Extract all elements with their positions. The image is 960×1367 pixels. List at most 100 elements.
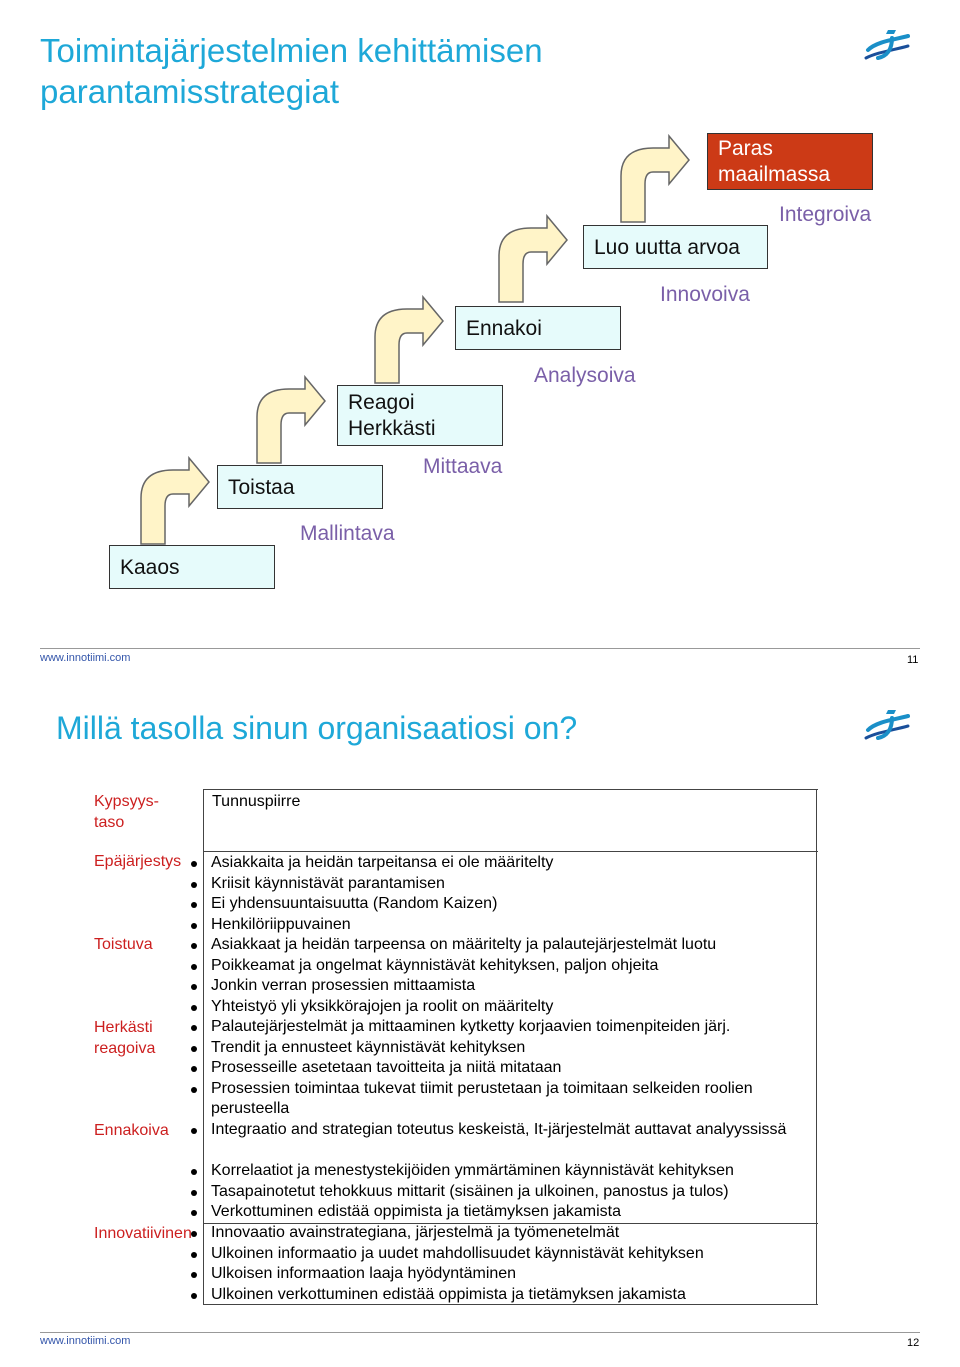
- table-border-bottom: [203, 1304, 818, 1305]
- bullet-item: Yhteistyö yli yksikkörajojen ja roolit o…: [191, 997, 811, 1018]
- bullet-text: Asiakkaita ja heidän tarpeitansa ei ole …: [211, 854, 554, 871]
- bullet-dot-icon: [191, 861, 197, 867]
- bullet-item: Verkottuminen edistää oppimista ja tietä…: [191, 1202, 811, 1223]
- bullet-text: Innovaatio avainstrategiana, järjestelmä…: [211, 1224, 620, 1241]
- row-level-line-1: Epäjärjestys: [94, 853, 182, 870]
- row-level-toistuva: Toistuva: [94, 934, 153, 955]
- page-number: 12: [907, 1337, 920, 1349]
- bullet-dot-icon: [191, 1251, 197, 1258]
- level-label-integroiva: Integroiva: [779, 203, 872, 226]
- step-label: Kaaos: [120, 556, 180, 579]
- arrow-icon-4: [498, 215, 568, 303]
- bullet-text: Ulkoinen verkottuminen edistää oppimista…: [211, 1285, 686, 1303]
- bullet-text: Integraatio and strategian toteutus kesk…: [211, 1121, 787, 1138]
- row-level-line-2: reagoiva: [94, 1040, 156, 1057]
- bullet-dot-icon: [191, 1231, 197, 1237]
- bullet-item: Ei yhdensuuntaisuutta (Random Kaizen): [191, 894, 811, 915]
- bullet-item: Prosesseille asetetaan tavoitteita ja ni…: [191, 1058, 811, 1079]
- footer-divider: [40, 648, 920, 649]
- step-box-kaaos: Kaaos: [109, 545, 275, 589]
- row-level-ennakoiva: Ennakoiva: [94, 1120, 169, 1141]
- bullet-dot-icon: [191, 1066, 197, 1072]
- arrow-icon-5: [620, 135, 690, 223]
- arrow-icon-2: [256, 376, 326, 464]
- bullet-item: Poikkeamat ja ongelmat käynnistävät kehi…: [191, 956, 811, 977]
- bullet-dot-icon: [191, 1004, 197, 1011]
- bullet-dot-icon: [191, 1169, 197, 1175]
- bullet-item: Korrelaatiot ja menestystekijöiden ymmär…: [191, 1161, 811, 1182]
- bullet-dot-icon: [191, 922, 197, 929]
- bullet-dot-icon: [191, 984, 197, 990]
- bullet-item: Asiakkaat ja heidän tarpeensa on määrite…: [191, 935, 811, 956]
- step-label: Toistaa: [228, 476, 295, 499]
- bullet-item: Ulkoinen informaatio ja uudet mahdollisu…: [191, 1244, 811, 1265]
- bullet-dot-icon: [191, 1025, 197, 1031]
- bullet-dot-icon: [191, 963, 197, 970]
- arrow-icon-3: [374, 296, 444, 384]
- bullet-item: Ulkoisen informaation laaja hyödyntämine…: [191, 1264, 811, 1285]
- innotiimi-logo-icon: [864, 710, 910, 740]
- step-box-luo-uutta-arvoa: Luo uutta arvoa: [583, 225, 768, 269]
- slide-12: Millä tasolla sinun organisaatiosi on? K…: [0, 684, 960, 1367]
- title-line-1: Toimintajärjestelmien kehittämisen: [40, 32, 543, 69]
- bullet-item: Tasapainotetut tehokkuus mittarit (sisäi…: [191, 1182, 811, 1203]
- level-label-innovoiva: Innovoiva: [660, 283, 750, 306]
- bullet-text: Verkottuminen edistää oppimista ja tietä…: [211, 1203, 621, 1220]
- bullet-dot-icon: [191, 1292, 197, 1299]
- level-label-analysoiva: Analysoiva: [534, 364, 636, 387]
- innotiimi-logo-icon: [864, 30, 910, 60]
- row-level-line-1: Innovatiivinen: [94, 1225, 192, 1242]
- row-level-innovatiivinen: Innovatiivinen: [94, 1223, 192, 1244]
- bullet-dot-icon: [191, 902, 197, 908]
- bullet-text: Trendit ja ennusteet käynnistävät kehity…: [211, 1038, 526, 1056]
- bullet-item: Kriisit käynnistävät parantamisen: [191, 874, 811, 895]
- level-label-mittaava: Mittaava: [423, 455, 503, 478]
- bullet-dot-icon: [191, 881, 197, 888]
- bullet-text: Ulkoinen informaatio ja uudet mahdollisu…: [211, 1244, 704, 1262]
- bullet-text: Asiakkaat ja heidän tarpeensa on määrite…: [211, 936, 717, 953]
- bullet-text: Prosessien toimintaa tukevat tiimit peru…: [211, 1079, 753, 1118]
- bullet-item: Integraatio and strategian toteutus kesk…: [191, 1120, 811, 1141]
- bullet-item: Trendit ja ennusteet käynnistävät kehity…: [191, 1038, 811, 1059]
- bullet-dot-icon: [191, 1189, 197, 1196]
- arrow-icon-1: [140, 457, 210, 545]
- header-level: Kypsyys- taso: [94, 791, 159, 833]
- table-column-divider: [203, 789, 204, 1305]
- header-level-line-2: taso: [94, 814, 125, 831]
- bullet-item: Palautejärjestelmät ja mittaaminen kytke…: [191, 1017, 811, 1038]
- footer-url[interactable]: www.innotiimi.com: [40, 1335, 131, 1347]
- bullet-dot-icon: [191, 943, 197, 949]
- bullet-dot-icon: [191, 1128, 197, 1134]
- step-label: Ennakoi: [466, 317, 542, 340]
- bullet-dot-icon: [191, 1210, 197, 1216]
- footer-divider: [40, 1332, 920, 1333]
- maturity-table: Kypsyys- taso Tunnuspiirre Epäjärjestys …: [83, 789, 818, 1305]
- footer-url[interactable]: www.innotiimi.com: [40, 652, 131, 664]
- step-label: Luo uutta arvoa: [594, 236, 740, 259]
- step-label-line-2: maailmassa: [718, 163, 831, 186]
- level-label-mallintava: Mallintava: [300, 522, 395, 545]
- bullet-item: Asiakkaita ja heidän tarpeitansa ei ole …: [191, 853, 811, 874]
- page-number: 11: [907, 654, 919, 666]
- step-label-line-1: Reagoi: [348, 391, 415, 414]
- slide-title: Toimintajärjestelmien kehittämisen paran…: [40, 30, 740, 112]
- bullet-text: Prosesseille asetetaan tavoitteita ja ni…: [211, 1059, 562, 1076]
- row-level-line-1: Herkästi: [94, 1019, 153, 1036]
- header-feature: Tunnuspiirre: [212, 793, 301, 810]
- slide-11: Toimintajärjestelmien kehittämisen paran…: [0, 0, 960, 683]
- step-box-reagoi-herkkasti: Reagoi Herkkästi: [337, 385, 503, 446]
- step-label-line-2: Herkkästi: [348, 417, 436, 440]
- bullet-dot-icon: [191, 1086, 197, 1093]
- step-box-paras-maailmassa: Paras maailmassa: [707, 133, 873, 190]
- bullet-text: Tasapainotetut tehokkuus mittarit (sisäi…: [211, 1182, 729, 1200]
- title-line-2: parantamisstrategiat: [40, 73, 339, 110]
- row-level-line-1: Ennakoiva: [94, 1122, 169, 1139]
- row-level-line-1: Toistuva: [94, 936, 153, 953]
- table-row-divider: [203, 1223, 818, 1224]
- bullet-item: Innovaatio avainstrategiana, järjestelmä…: [191, 1223, 811, 1244]
- bullet-dot-icon: [191, 1272, 197, 1278]
- bullet-text: Ulkoisen informaation laaja hyödyntämine…: [211, 1265, 517, 1282]
- bullet-text: Korrelaatiot ja menestystekijöiden ymmär…: [211, 1162, 734, 1179]
- table-header-divider: [203, 851, 818, 852]
- bullet-text: Palautejärjestelmät ja mittaaminen kytke…: [211, 1018, 731, 1035]
